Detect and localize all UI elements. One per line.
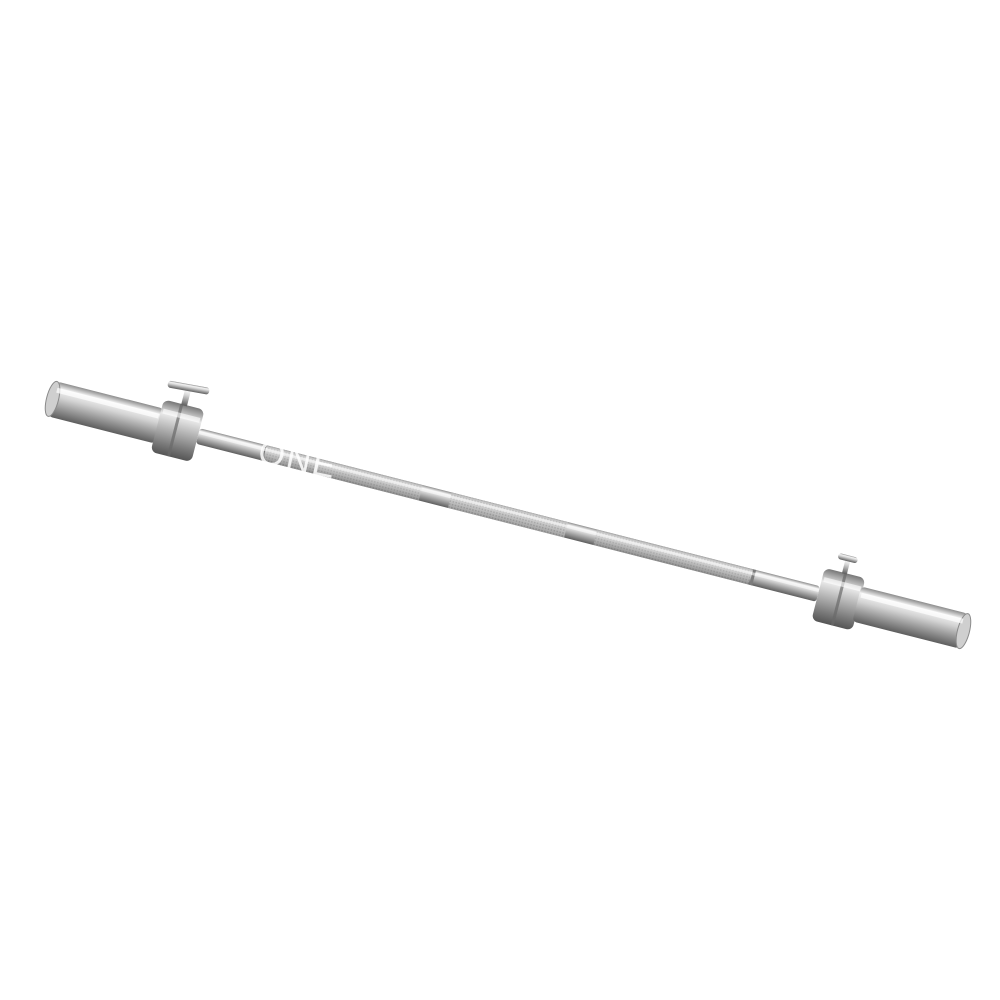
- bar-shaft-highlight: [198, 431, 820, 593]
- watermark: ONE: [255, 433, 341, 487]
- barbell: [44, 380, 972, 650]
- collar-left-screw-icon: [167, 380, 210, 407]
- collar-left-highlight: [162, 408, 201, 423]
- sleeve-right-highlight: [860, 592, 964, 624]
- sleeve-right-end-cap: [955, 613, 972, 650]
- collar-right-screw-icon: [838, 553, 858, 575]
- sleeve-left-end-cap: [44, 380, 61, 417]
- sleeve-left-highlight: [56, 387, 160, 419]
- collar-right-highlight: [823, 577, 862, 592]
